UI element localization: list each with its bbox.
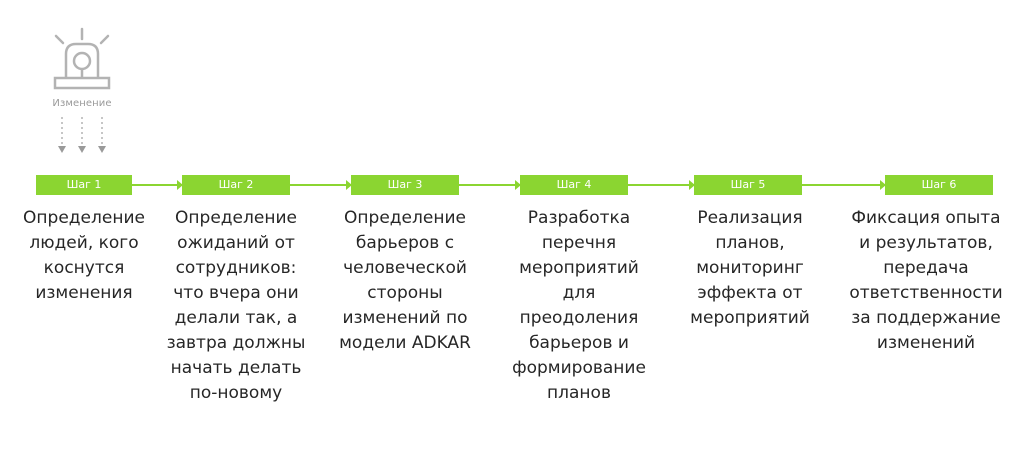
- step-3-4-arrow: [459, 180, 521, 190]
- step-5-description: Реализация планов, мониторинг эффекта от…: [690, 208, 810, 328]
- step-6-box: Шаг 6: [885, 175, 993, 195]
- step-1-box: Шаг 1: [36, 175, 132, 195]
- step-6-description: Фиксация опыта и результатов, передача о…: [849, 208, 1003, 353]
- change-label: Изменение: [52, 98, 112, 109]
- step-4-5-arrow: [628, 180, 695, 190]
- step-4-box: Шаг 4: [520, 175, 628, 195]
- step-3-description: Определение барьеров с человеческой стор…: [339, 208, 471, 353]
- step-2-3-arrow: [290, 180, 352, 190]
- step-5-6-arrow: [802, 180, 886, 190]
- step-4-description: Разработка перечня мероприятий для преод…: [512, 208, 646, 403]
- step-1-2-arrow: [132, 180, 183, 190]
- step-2-box: Шаг 2: [182, 175, 290, 195]
- step-5-box: Шаг 5: [694, 175, 802, 195]
- step-2-description: Определение ожиданий от сотрудников: что…: [166, 208, 306, 403]
- step-3-box: Шаг 3: [351, 175, 459, 195]
- step-1-description: Определение людей, кого коснутся изменен…: [23, 208, 145, 303]
